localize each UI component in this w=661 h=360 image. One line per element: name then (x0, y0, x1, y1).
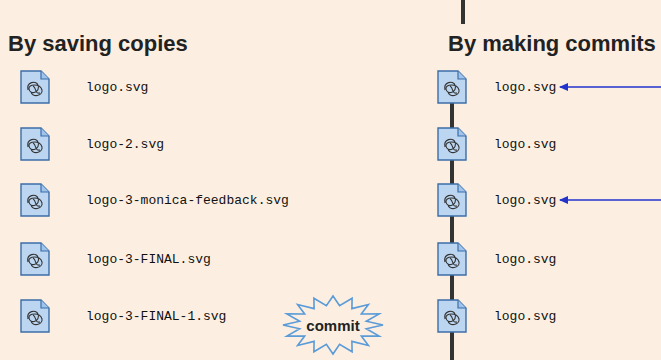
file-icon (438, 243, 466, 275)
file-name: logo.svg (494, 309, 556, 324)
burst-label: commit (306, 317, 359, 334)
column-heading: By saving copies (8, 31, 188, 57)
file-icon (438, 71, 466, 103)
file-icon (438, 128, 466, 160)
pointer-arrow (560, 199, 661, 201)
divider-line (461, 0, 465, 24)
file-icon (21, 300, 49, 332)
file-name: logo-2.svg (86, 137, 164, 152)
pointer-arrow (560, 86, 661, 88)
file-name: logo.svg (494, 252, 556, 267)
file-icon (21, 243, 49, 275)
file-icon (21, 184, 49, 216)
column-heading: By making commits (448, 31, 656, 57)
file-name: logo-3-monica-feedback.svg (86, 193, 289, 208)
file-name: logo.svg (494, 137, 556, 152)
file-icon (438, 300, 466, 332)
file-icon (21, 71, 49, 103)
file-icon (21, 128, 49, 160)
file-name: logo-3-FINAL.svg (86, 252, 211, 267)
commit-burst: commit (281, 294, 385, 356)
file-name: logo.svg (86, 80, 148, 95)
file-name: logo.svg (494, 193, 556, 208)
file-name: logo.svg (494, 80, 556, 95)
file-name: logo-3-FINAL-1.svg (86, 309, 226, 324)
file-icon (438, 184, 466, 216)
